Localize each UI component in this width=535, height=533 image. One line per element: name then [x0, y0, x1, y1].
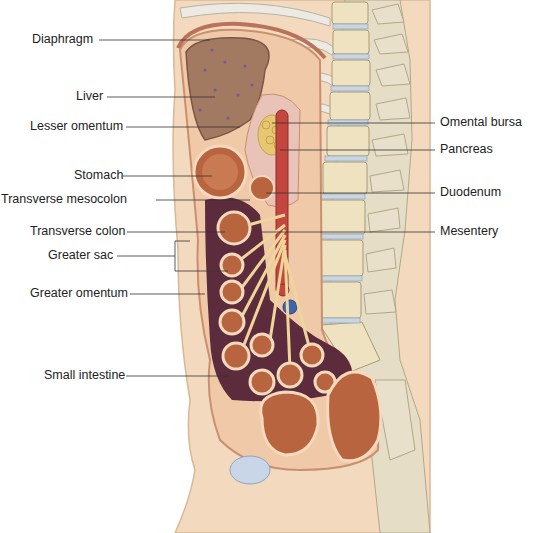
vein [283, 300, 297, 314]
part-label: Duodenum [440, 185, 501, 200]
part-label: Pancreas [440, 142, 493, 157]
part-label: Diaphragm [32, 32, 93, 47]
pubic-symphysis [230, 456, 270, 484]
part-label: Transverse colon [30, 224, 125, 239]
part-label: Greater sac [48, 248, 113, 263]
part-label: Mesentery [440, 224, 498, 239]
small-intestine [220, 254, 335, 394]
part-label: Small intestine [44, 368, 125, 383]
stomach-lumen [202, 154, 238, 190]
part-label: Lesser omentum [30, 119, 123, 134]
duodenum [250, 176, 274, 200]
part-label: Greater omentum [30, 286, 128, 301]
bladder [261, 392, 318, 455]
part-label: Omental bursa [440, 115, 522, 130]
body-outline [173, 0, 430, 533]
liver-dots [199, 49, 254, 120]
mesentery [240, 215, 310, 370]
part-label: Transverse mesocolon [1, 192, 127, 207]
greater-sac [205, 197, 353, 401]
part-label: Stomach [74, 168, 123, 183]
part-label: Liver [76, 89, 103, 104]
leader-lines [99, 40, 435, 376]
transverse-colon [218, 212, 250, 244]
stomach [194, 146, 246, 198]
rectum [328, 372, 381, 461]
